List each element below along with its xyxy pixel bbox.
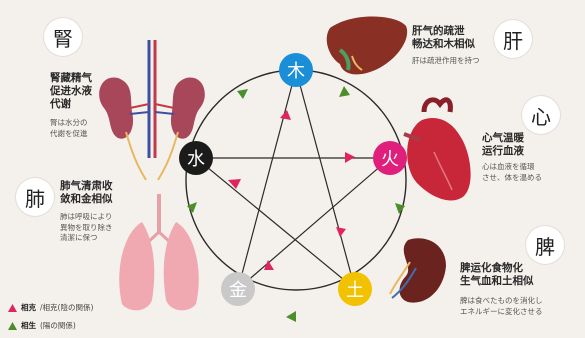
heart-desc: 心は血液を循環 させ、体を温める xyxy=(482,162,542,183)
kidney-title: 腎藏精气 促进水液 代谢 xyxy=(50,72,92,111)
lung-illustration xyxy=(119,194,199,310)
generating-arrow xyxy=(286,311,296,322)
liver-title: 肝气的疏泄 畅达和木相似 xyxy=(412,25,475,51)
lung-char: 肺 xyxy=(25,183,45,212)
spleen-char: 脾 xyxy=(535,231,555,260)
spleen-desc: 脾は食べたものを消化し エネルギーに変化させる xyxy=(460,296,543,317)
generating-arrows xyxy=(187,86,405,322)
controlling-arrow xyxy=(228,179,241,189)
liver-char-bubble: 肝 xyxy=(494,20,532,58)
lung-desc: 肺は呼吸により 異物を取り除き 清潔に保つ xyxy=(60,212,113,244)
controlling-cycle-star xyxy=(196,70,390,289)
generating-arrow xyxy=(237,89,248,99)
element-wood: 木 xyxy=(279,53,313,87)
element-wood-label: 木 xyxy=(287,61,305,82)
element-fire-label: 火 xyxy=(381,149,399,170)
spleen-title: 脾运化食物化 生气血和土相似 xyxy=(460,262,534,288)
element-metal: 金 xyxy=(221,272,255,306)
controlling-arrows xyxy=(228,110,355,270)
red-triangle-icon xyxy=(8,304,17,312)
legend-generating: 相生 (陽の関係) xyxy=(8,320,76,331)
element-earth-label: 土 xyxy=(346,280,364,301)
lung-char-bubble: 肺 xyxy=(16,178,54,216)
heart-char-bubble: 心 xyxy=(522,96,560,134)
kidney-char: 腎 xyxy=(53,23,73,52)
legend-controlling: 相克 /相克(陰の関係) xyxy=(8,302,93,313)
element-metal-label: 金 xyxy=(229,280,247,301)
legend-controlling-label: 相克 xyxy=(21,302,36,313)
legend-controlling-desc: /相克(陰の関係) xyxy=(40,302,93,313)
generating-arrow xyxy=(339,86,350,97)
green-triangle-icon xyxy=(8,322,17,330)
spleen-char-bubble: 脾 xyxy=(526,226,564,264)
liver-illustration xyxy=(327,17,407,75)
lung-title: 肺气清肃收 敛和金相似 xyxy=(60,180,113,206)
generating-cycle-circle xyxy=(186,70,406,290)
heart-title: 心气温暖 运行血液 xyxy=(482,132,524,158)
controlling-arrow xyxy=(345,152,355,163)
heart-char: 心 xyxy=(531,101,551,130)
controlling-arrow xyxy=(336,227,346,237)
element-fire: 火 xyxy=(373,141,407,175)
kidney-char-bubble: 腎 xyxy=(44,18,82,56)
element-water: 水 xyxy=(179,141,213,175)
liver-desc: 肝は疏泄作用を持つ xyxy=(412,56,480,67)
legend-generating-label: 相生 xyxy=(21,320,36,331)
element-earth: 土 xyxy=(338,272,372,306)
spleen-illustration xyxy=(390,238,446,302)
kidney-desc: 腎は水分の 代謝を促進 xyxy=(50,118,88,139)
element-water-label: 水 xyxy=(187,149,205,170)
liver-char: 肝 xyxy=(503,25,523,54)
heart-illustration xyxy=(404,100,471,201)
legend-generating-desc: (陽の関係) xyxy=(40,320,76,331)
